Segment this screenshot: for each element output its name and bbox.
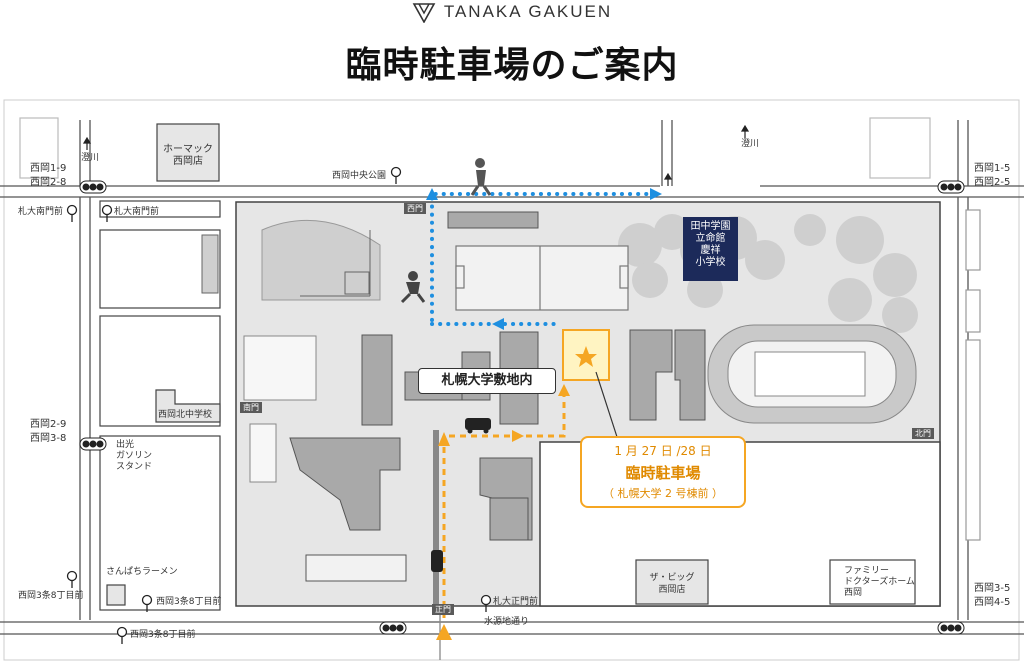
athletics-track <box>707 324 917 424</box>
parking-star-icon <box>575 346 597 367</box>
nishioka-1-9-label: 西岡1-9 <box>30 163 67 174</box>
nishioka-2-9-label: 西岡2-9 <box>30 419 67 430</box>
campus-map: ホーマック西岡店 澄川 澄川 西岡中央公園 田中学園立命館 慶祥小学校 西岡1-… <box>0 96 1024 662</box>
the-big-label: ザ・ビッグ西岡店 <box>649 573 695 595</box>
nishioka-4-5-label: 西岡4-5 <box>974 597 1011 608</box>
entrance-arrow-icon <box>436 624 452 640</box>
page-header: TANAKA GAKUEN 臨時駐車場のご案内 <box>0 0 1024 96</box>
callout-date: 1 月 27 日 /28 日 <box>614 444 712 458</box>
sumikawa-left-label: 澄川 <box>81 153 100 163</box>
roads <box>0 120 1024 660</box>
page-title: 臨時駐車場のご案内 <box>345 45 679 86</box>
traffic-light-icons <box>79 180 965 635</box>
campus-label: 札幌大学敷地内 <box>418 368 556 394</box>
north-gate-tag: 北門 <box>912 428 934 439</box>
homac-label: ホーマック西岡店 <box>163 144 213 167</box>
nishioka-3jo8-left-label: 西岡3条8丁目前 <box>18 591 84 601</box>
walk-route <box>430 192 652 326</box>
car-arrow-north-icon <box>558 384 570 396</box>
nishioka-3jo8-bottom-label: 西岡3条8丁目前 <box>130 630 196 640</box>
pedestrian-icon-2 <box>400 271 426 304</box>
sapporo-seimon-mae-label: 札大正門前 <box>493 597 539 607</box>
direction-arrow-icons <box>82 124 750 186</box>
west-gate-tag: 西門 <box>404 203 426 214</box>
car-route <box>442 390 566 618</box>
sanpachi-ramen-label: さんぱちラーメン <box>106 567 178 577</box>
car-arrow-east-icon <box>512 430 524 442</box>
nishioka-2-5-label: 西岡2-5 <box>974 177 1011 188</box>
brand-name: TANAKA GAKUEN <box>443 2 613 21</box>
nishioka-2-8-label: 西岡2-8 <box>30 177 67 188</box>
school-box: 田中学園立命館 慶祥小学校 <box>683 217 738 281</box>
nishioka-3jo8-mid-label: 西岡3条8丁目前 <box>156 597 222 607</box>
nishioka-kita-jhs-label: 西岡北中学校 <box>158 410 213 420</box>
sapporo-minami-mon-mae-stop-label: 札大南門前 <box>114 207 160 217</box>
suigen-chi-dori-label: 水源地通り <box>484 617 530 627</box>
brand: TANAKA GAKUEN <box>0 2 1024 23</box>
sapporo-minami-mon-mae-label: 札大南門前 <box>18 207 64 217</box>
callout-pointer <box>595 371 619 441</box>
nishioka-1-5-label: 西岡1-5 <box>974 163 1011 174</box>
tennis-court <box>243 335 317 401</box>
soccer-fields <box>455 245 629 311</box>
walk-arrow-up-icon <box>426 188 438 200</box>
outside-buildings <box>19 117 981 611</box>
callout-title: 臨時駐車場 <box>625 464 701 482</box>
sumikawa-right-label: 澄川 <box>741 139 760 149</box>
car-icon-1 <box>465 418 491 434</box>
nishioka-chuo-koen-label: 西岡中央公園 <box>332 171 387 181</box>
walk-arrow-east-icon <box>650 188 662 200</box>
nishioka-3-5-label: 西岡3-5 <box>974 583 1011 594</box>
main-gate-tag: 正門 <box>432 604 454 615</box>
idemitsu-label: 出光ガソリンスタンド <box>116 440 153 472</box>
car-arrow-up-icon <box>438 432 450 446</box>
walk-arrow-west-icon <box>492 318 504 330</box>
parking-callout: 1 月 27 日 /28 日 臨時駐車場 （ 札幌大学 2 号棟前 ） <box>580 436 746 508</box>
car-icon-2 <box>431 550 443 572</box>
bus-stop-icons <box>66 166 492 644</box>
pedestrian-icon-1 <box>470 158 492 196</box>
south-gate-tag: 南門 <box>240 402 262 413</box>
nishioka-3-8-label: 西岡3-8 <box>30 433 67 444</box>
callout-subtitle: （ 札幌大学 2 号棟前 ） <box>603 487 723 500</box>
baseball-field <box>201 219 381 301</box>
family-doctors-label: ファミリードクターズホーム西岡 <box>844 566 915 598</box>
brand-logo-icon <box>412 2 436 23</box>
